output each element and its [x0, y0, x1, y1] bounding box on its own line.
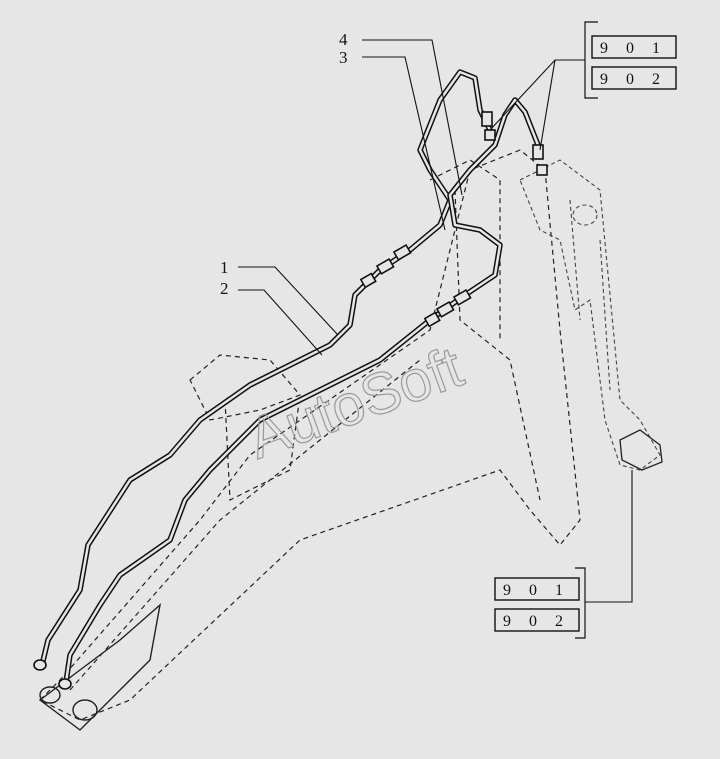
reference-group-top: 9 0 1 9 0 2 [584, 21, 677, 99]
watermark: AutoSoft [240, 334, 471, 471]
callout-leaders [238, 39, 633, 603]
callout-3: 3 [339, 48, 348, 67]
ref-code-bottom-2: 9 0 2 [503, 613, 570, 630]
callout-4: 4 [339, 30, 348, 49]
cylinder-end [619, 429, 663, 471]
hose-fittings [33, 111, 548, 690]
ref-code-bottom-1: 9 0 1 [503, 582, 570, 599]
hydraulic-pipes [39, 69, 543, 685]
ref-code-top-2: 9 0 2 [600, 71, 667, 88]
bucket-cylinder [519, 159, 661, 471]
boom-pivot-pins [38, 603, 162, 731]
callout-2: 2 [220, 279, 229, 298]
callout-1: 1 [220, 258, 229, 277]
ref-code-top-1: 9 0 1 [600, 40, 667, 57]
boom-body [38, 149, 581, 721]
reference-group-bottom: 9 0 1 9 0 2 [494, 567, 586, 639]
